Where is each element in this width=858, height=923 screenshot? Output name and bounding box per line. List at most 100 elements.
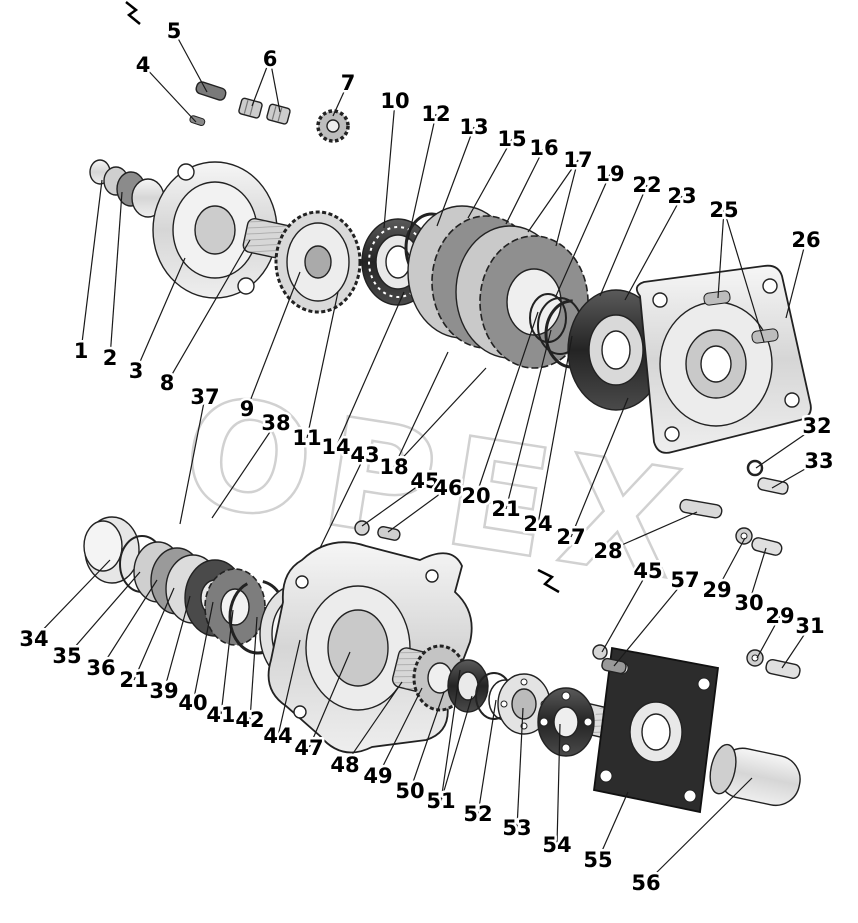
leader-line-10 [383,100,396,229]
top-small-parts [195,81,350,143]
leader-lines [33,30,820,884]
callout-43: 43 [350,443,379,467]
callout-50: 50 [395,779,424,803]
callout-7: 7 [341,71,356,95]
callout-40: 40 [178,691,207,715]
leader-line-45 [361,480,426,527]
callout-15: 15 [497,127,526,151]
callout-23: 23 [667,184,696,208]
leader-line-15 [467,138,513,219]
leader-line-9 [246,271,301,410]
callout-45: 45 [410,469,439,493]
callout-24: 24 [523,512,552,536]
parts-artwork [83,1,812,814]
leader-line-46 [387,487,449,533]
leader-line-21 [505,329,552,510]
callout-34: 34 [19,627,48,651]
leader-line-28 [607,511,698,552]
lower-assembly [83,516,801,814]
callout-41: 41 [206,703,235,727]
callout-21: 21 [119,668,148,692]
callout-31: 31 [795,614,824,638]
leader-line-45 [601,570,649,653]
leader-line-44 [277,639,301,737]
leader-line-30 [748,547,767,604]
callout-19: 19 [595,162,624,186]
leader-line-56 [645,777,753,884]
leader-line-11 [306,291,339,439]
leader-line-40 [192,601,214,704]
callout-36: 36 [86,656,115,680]
leader-line-18 [393,351,449,468]
leader-line-16 [505,147,545,225]
leader-line-8 [166,239,251,384]
leader-line-21 [133,587,175,681]
callout-20: 20 [461,484,490,508]
callout-32: 32 [802,414,831,438]
callout-28: 28 [593,539,622,563]
leader-line-17 [527,159,579,233]
callout-57: 57 [670,568,699,592]
callout-2: 2 [103,346,118,370]
leader-line-34 [33,559,111,640]
callout-25: 25 [709,198,738,222]
leader-line-3 [135,257,186,372]
callout-22: 22 [632,173,661,197]
leader-line-48 [344,681,403,766]
callout-45: 45 [633,559,662,583]
callout-13: 13 [459,115,488,139]
leader-line-2 [109,191,123,359]
callout-42: 42 [235,708,264,732]
callout-11: 11 [292,426,321,450]
callout-8: 8 [160,371,175,395]
callout-49: 49 [363,764,392,788]
leader-line-35 [66,571,141,657]
zigzag-mark-middle [537,568,560,594]
leader-line-39 [163,595,191,692]
callout-56: 56 [631,871,660,895]
callout-37: 37 [190,385,219,409]
callout-12: 12 [421,102,450,126]
leader-line-49 [377,687,423,777]
callout-53: 53 [502,816,531,840]
callout-3: 3 [129,359,144,383]
leader-line-37 [179,396,206,525]
leader-line-54 [556,723,561,846]
leader-line-50 [409,691,445,792]
leader-line-38 [211,422,277,519]
leader-line-18 [393,367,487,468]
callout-16: 16 [529,136,558,160]
leader-line-29 [756,615,781,659]
leader-line-51 [440,669,461,802]
leader-line-13 [436,126,475,227]
leader-line-24 [537,335,573,525]
leader-line-12 [407,113,437,241]
callout-54: 54 [542,833,571,857]
leader-line-26 [785,239,807,319]
leader-line-27 [570,397,629,538]
callout-4: 4 [136,53,151,77]
zigzag-mark-top [125,1,141,25]
leader-line-52 [477,699,497,815]
leader-line-51 [440,695,473,802]
callout-14: 14 [321,435,350,459]
leader-line-5 [173,30,208,93]
callout-38: 38 [261,411,290,435]
leader-line-20 [475,311,539,497]
leader-line-6 [251,58,271,107]
leader-line-43 [319,454,366,549]
leader-line-55 [597,791,629,861]
callout-55: 55 [583,848,612,872]
leader-line-22 [599,184,648,297]
callout-6: 6 [263,47,278,71]
callout-52: 52 [463,802,492,826]
upper-assembly [89,115,812,454]
leader-line-31 [781,625,811,669]
leader-line-17 [555,159,579,247]
callout-9: 9 [240,397,255,421]
leader-line-7 [332,82,349,117]
leader-line-4 [142,64,197,123]
leader-line-33 [771,460,820,489]
callout-39: 39 [149,679,178,703]
